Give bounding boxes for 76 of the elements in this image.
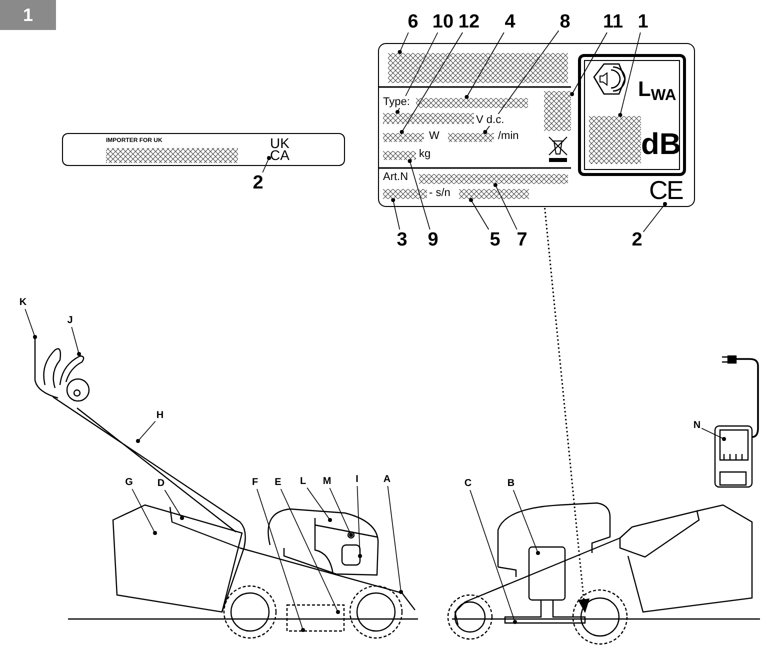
callout-number: 1 (638, 12, 648, 32)
callout-number: 7 (516, 230, 528, 250)
callout-letter: C (464, 479, 472, 489)
callout-letter: F (252, 478, 258, 488)
leader-line (391, 198, 400, 230)
callout-number: 5 (490, 230, 500, 250)
callout-letter: B (507, 479, 515, 489)
leader-line (470, 490, 517, 624)
callout-number: 8 (560, 12, 570, 32)
leader-line (387, 486, 403, 594)
leader-line (408, 159, 430, 230)
leader-line (306, 487, 332, 522)
importer-label (62, 133, 345, 166)
callout-letter: L (300, 477, 306, 487)
hatched-field (383, 113, 474, 124)
figure-number-badge: 1 (0, 0, 56, 30)
callout-letter: E (274, 478, 282, 488)
hatched-field (459, 189, 529, 199)
arrow (544, 208, 590, 613)
callout-letter: H (156, 411, 164, 421)
hatched-field (419, 174, 568, 184)
plate-text: - s/n (429, 187, 450, 199)
callout-letter: J (67, 316, 73, 326)
leader-line (469, 198, 490, 230)
callout-number: 9 (428, 230, 438, 250)
hatched-field (589, 116, 641, 164)
leader-line (262, 156, 271, 173)
plate-text: Type: (383, 96, 410, 108)
callout-letter: A (383, 475, 391, 485)
leader-line (280, 488, 340, 614)
hatched-field (383, 133, 424, 142)
leader-line (71, 326, 81, 356)
callout-letter: G (125, 478, 133, 488)
leader-line (701, 428, 726, 441)
leader-line (618, 32, 641, 117)
sound-power-label (578, 54, 686, 176)
callout-number: 11 (602, 12, 624, 32)
plate-text: W (429, 130, 440, 142)
callout-number: 3 (396, 230, 408, 250)
callout-letter: I (356, 475, 358, 485)
sound-power-symbol: L$_{WA}$ (638, 79, 676, 100)
rating-plate (378, 43, 695, 207)
callout-number: 6 (408, 12, 418, 32)
callout-number: 12 (458, 12, 480, 32)
leader-line (398, 32, 409, 54)
leader-line (136, 420, 156, 443)
leader-line (164, 490, 184, 520)
hatched-field (388, 53, 568, 83)
leader-line (356, 486, 362, 558)
plate-text: kg (419, 148, 431, 160)
leader-line (132, 488, 157, 535)
callout-letter: K (19, 298, 27, 308)
callout-number: 2 (252, 174, 264, 192)
leader-line (24, 308, 37, 339)
plate-text: V d.c. (476, 114, 504, 126)
hatched-field (544, 91, 571, 131)
leader-line (329, 488, 353, 537)
conformity-mark: CE (649, 177, 683, 203)
plate-text: Art.N (383, 171, 408, 183)
leader-line (512, 490, 540, 555)
hatched-field (448, 133, 494, 142)
hatched-field (383, 151, 416, 160)
unit-text: dB (641, 130, 681, 160)
callout-number: 4 (504, 12, 516, 32)
plate-text: /min (498, 130, 519, 142)
callout-number: 2 (632, 230, 642, 250)
callout-number: 10 (432, 12, 454, 32)
callout-letter: M (322, 477, 332, 487)
conformity-mark: UK CA (270, 137, 290, 161)
callout-letter: N (693, 421, 701, 431)
leader-line (570, 32, 608, 96)
callout-letter: D (157, 479, 165, 489)
leader-line (642, 202, 667, 232)
hatched-field (416, 98, 528, 108)
leader-line (256, 488, 305, 632)
hatched-field (383, 189, 427, 199)
